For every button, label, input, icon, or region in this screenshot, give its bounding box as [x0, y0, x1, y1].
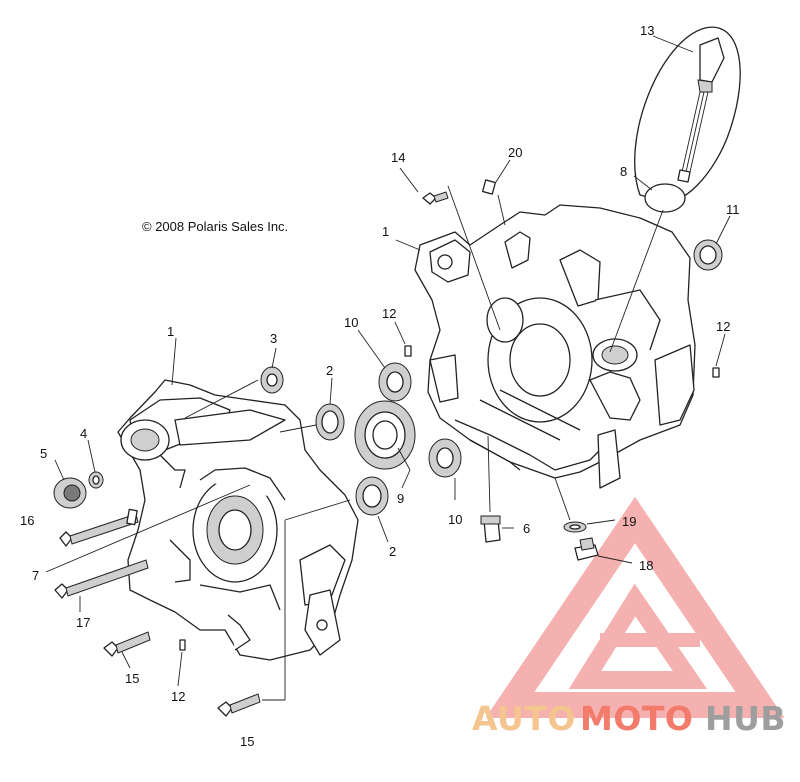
callout-8: 8	[620, 164, 627, 179]
callout-7: 7	[32, 568, 39, 583]
watermark-hub: HUB	[705, 699, 786, 738]
callout-4: 4	[80, 426, 87, 441]
callout-16: 16	[20, 513, 34, 528]
bolt-17	[54, 559, 149, 599]
watermark-triangle-logo	[485, 496, 785, 718]
callout-6: 6	[523, 521, 530, 536]
callout-12-a: 12	[382, 306, 396, 321]
callout-12-b: 12	[716, 319, 730, 334]
callout-15-upper: 15	[125, 671, 139, 686]
drain-plug-6	[480, 515, 501, 543]
bearing-10-lower	[428, 438, 462, 478]
bolt-16	[59, 513, 139, 547]
bolt-15-upper	[103, 631, 151, 657]
bolt-14	[422, 191, 449, 205]
bearing-2-lower	[355, 476, 389, 516]
watermark-moto: MOTO	[580, 699, 693, 738]
seal-4	[88, 471, 104, 489]
callout-5: 5	[40, 446, 47, 461]
callout-10-lower: 10	[448, 512, 462, 527]
callout-1-right: 1	[382, 224, 389, 239]
pin-12-a	[404, 345, 412, 357]
callout-9: 9	[397, 491, 404, 506]
callout-20: 20	[508, 145, 522, 160]
dipstick	[634, 26, 741, 213]
right-crankcase-half	[414, 204, 696, 489]
bearing-2-upper	[315, 403, 345, 441]
callout-10-upper: 10	[344, 315, 358, 330]
callout-labels: 13 8 11 14 20 1 12 10 12 1 3 2 4 5 9 16 …	[20, 23, 740, 749]
washer-19	[563, 521, 587, 533]
watermark-text: AUTO MOTO HUB	[472, 699, 786, 738]
dowel-7	[126, 508, 138, 526]
callout-1-left: 1	[167, 324, 174, 339]
watermark-auto: AUTO	[472, 699, 576, 738]
bolt-15-lower	[217, 693, 261, 717]
callout-18: 18	[639, 558, 653, 573]
bearing-9	[354, 400, 416, 470]
dowel-20	[481, 179, 497, 195]
callout-17: 17	[76, 615, 90, 630]
callout-13: 13	[640, 23, 654, 38]
seal-3	[260, 366, 284, 394]
callout-19: 19	[622, 514, 636, 529]
bearing-10-upper	[378, 362, 412, 402]
callout-14: 14	[391, 150, 405, 165]
callout-2-lower: 2	[389, 544, 396, 559]
callout-11: 11	[726, 202, 740, 217]
oil-seal-11	[693, 239, 723, 271]
plug-18	[574, 537, 599, 561]
copyright-text: © 2008 Polaris Sales Inc.	[142, 219, 288, 234]
left-crankcase-half	[117, 379, 359, 661]
callout-2-upper: 2	[326, 363, 333, 378]
pin-12-b	[712, 367, 720, 378]
callout-12-c: 12	[171, 689, 185, 704]
seal-5	[53, 477, 87, 509]
pin-12-c	[179, 639, 186, 651]
callout-3: 3	[270, 331, 277, 346]
leader-lines	[45, 35, 731, 701]
callout-15-lower: 15	[240, 734, 254, 749]
